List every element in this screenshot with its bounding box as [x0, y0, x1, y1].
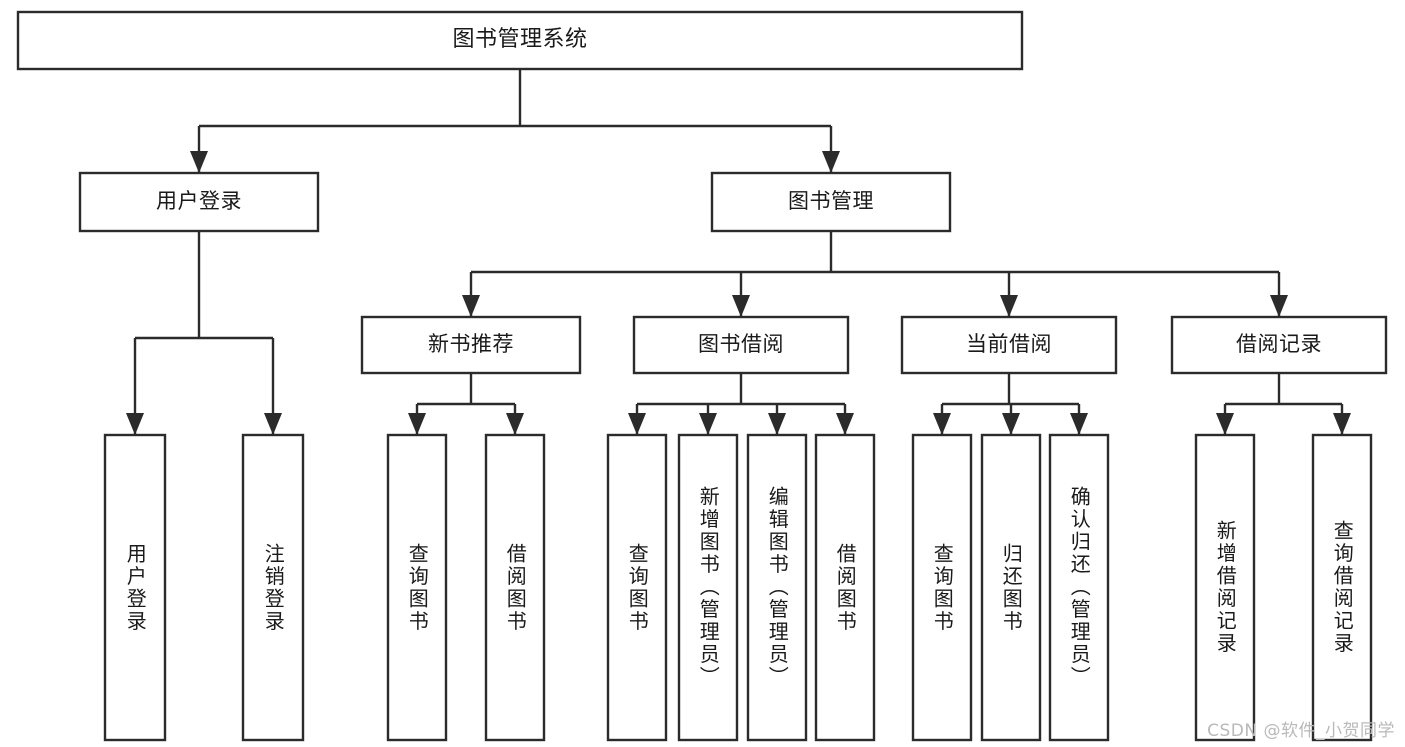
arrow-head-icon-leaf-logout	[264, 413, 282, 435]
node-box-leaf-borrow-book-nb	[484, 433, 546, 742]
arrow-head-icon-leaf-borrow-book-bb	[836, 413, 854, 435]
node-box-leaf-query-book-bb	[606, 433, 668, 742]
arrow-head-icon-leaf-query-book-bb	[628, 413, 646, 435]
arrow-head-icon-book-management	[822, 151, 840, 173]
node-box-borrow-record	[1170, 315, 1388, 375]
arrow-head-icon-borrow-record	[1270, 295, 1288, 317]
arrow-head-icon-leaf-confirm-return	[1070, 413, 1088, 435]
arrow-head-icon-leaf-add-book	[699, 413, 717, 435]
boxes-layer	[16, 10, 1388, 742]
arrow-head-icon-leaf-query-book-cb	[933, 413, 951, 435]
arrow-head-icon-leaf-user-login	[126, 413, 144, 435]
node-box-leaf-edit-book	[746, 433, 808, 742]
arrow-head-icon-new-book-recommend	[462, 295, 480, 317]
arrow-head-icon-leaf-borrow-book-nb	[506, 413, 524, 435]
arrow-head-icon-user-login	[190, 151, 208, 173]
arrow-head-icon-leaf-query-book-nb	[408, 413, 426, 435]
node-box-leaf-add-book	[677, 433, 739, 742]
node-box-leaf-return-book	[980, 433, 1042, 742]
arrow-head-icon-leaf-edit-book	[768, 413, 786, 435]
node-box-current-borrow	[900, 315, 1118, 375]
node-box-book-management	[710, 171, 952, 233]
node-box-leaf-add-record	[1194, 433, 1256, 742]
node-box-user-login	[78, 171, 320, 233]
connectors-layer	[126, 69, 1351, 435]
arrow-head-icon-leaf-return-book	[1002, 413, 1020, 435]
node-box-leaf-user-login	[103, 433, 167, 742]
node-box-book-borrow	[632, 315, 850, 375]
arrow-head-icon-book-borrow	[732, 295, 750, 317]
node-box-root	[16, 10, 1024, 71]
node-box-leaf-query-book-cb	[911, 433, 973, 742]
node-box-leaf-query-record	[1311, 433, 1373, 742]
arrow-head-icon-leaf-query-record	[1333, 413, 1351, 435]
node-box-new-book-recommend	[360, 315, 582, 375]
node-box-leaf-query-book-nb	[386, 433, 448, 742]
node-box-leaf-logout	[241, 433, 305, 742]
node-box-leaf-borrow-book-bb	[814, 433, 876, 742]
arrow-head-icon-leaf-add-record	[1216, 413, 1234, 435]
arrow-head-icon-current-borrow	[1000, 295, 1018, 317]
node-box-leaf-confirm-return	[1048, 433, 1110, 742]
